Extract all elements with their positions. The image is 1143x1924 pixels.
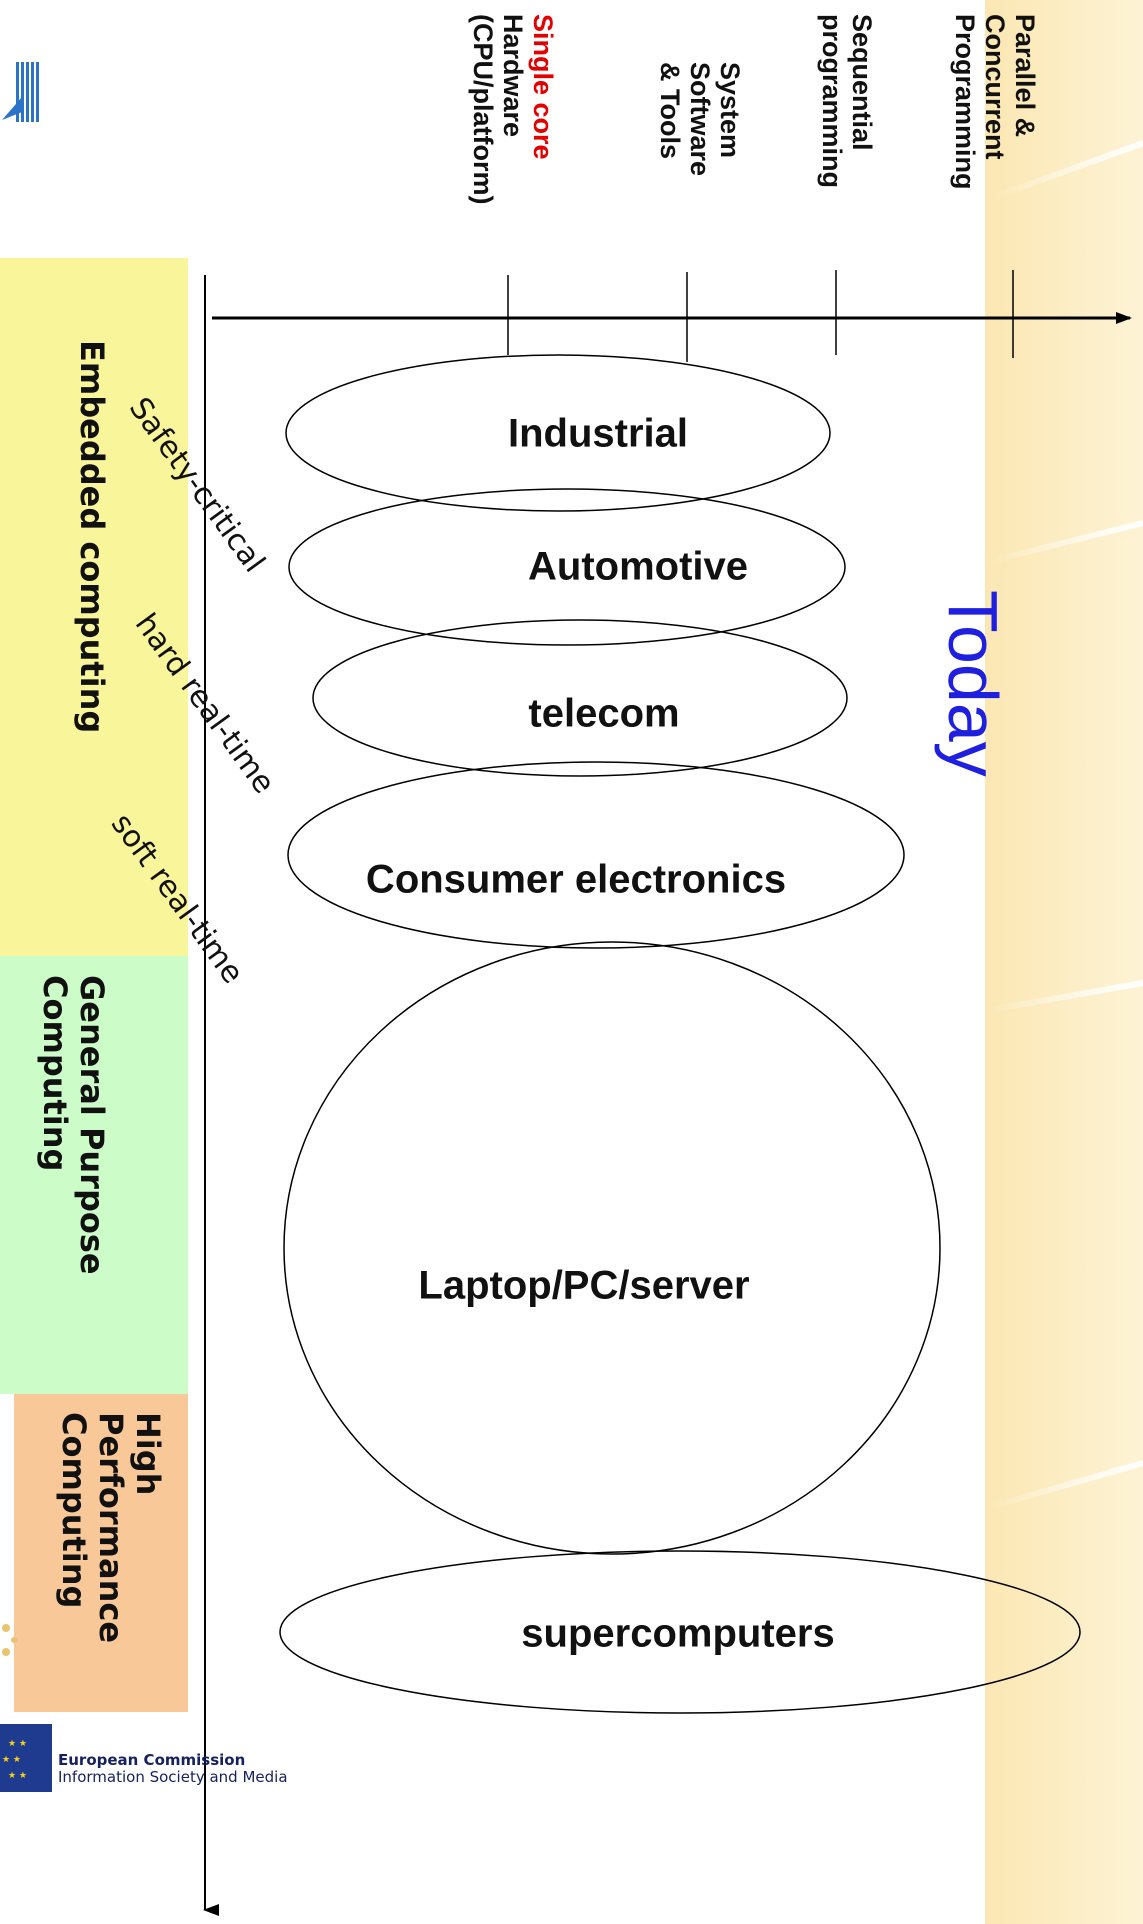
ellipse-supercomputers — [279, 1550, 1081, 1714]
eu-flag-icon: ★ ★ ★ ★ ★ ★ — [0, 1724, 52, 1792]
domain-ellipses — [279, 354, 1081, 1714]
ellipse-consumer — [287, 761, 905, 949]
ellipse-automotive — [288, 488, 846, 646]
svg-text:★ ★: ★ ★ — [8, 1771, 27, 1781]
category-general: General Purpose Computing — [36, 975, 111, 1275]
label-automotive: Automotive — [528, 544, 748, 589]
axis-label-system: System Software & Tools — [655, 62, 745, 177]
label-industrial: Industrial — [507, 411, 689, 456]
ellipse-industrial — [285, 354, 831, 512]
category-hpc-block — [14, 1394, 188, 1712]
category-embedded-block — [0, 258, 188, 956]
ellipse-telecom — [312, 619, 848, 777]
axis-label-parallel: Parallel & Concurrent Programming — [950, 14, 1040, 190]
category-embedded: Embedded computing — [73, 340, 111, 734]
dots-icon — [2, 1624, 17, 1656]
svg-text:★ ★: ★ ★ — [2, 1755, 21, 1765]
label-supercomputers: supercomputers — [521, 1611, 835, 1656]
ellipse-laptop — [283, 941, 941, 1555]
axis-label-sequential: Sequential programming — [817, 14, 877, 189]
bar-logo-icon — [2, 62, 39, 122]
category-general-block — [0, 956, 188, 1394]
label-consumer-electronics: Consumer electronics — [365, 857, 787, 902]
label-laptop-pc-server: Laptop/PC/server — [418, 1263, 750, 1308]
category-hpc: High Performance Computing — [55, 1412, 167, 1644]
axis-label-hardware: Single core Hardware (CPU/platform) — [468, 14, 558, 205]
axis-ticks — [507, 270, 1014, 362]
label-telecom: telecom — [528, 691, 680, 736]
footer-org: European Commission Information Society … — [58, 1751, 288, 1786]
svg-text:★ ★: ★ ★ — [8, 1739, 27, 1749]
highlight-single-core: Single core — [528, 14, 558, 160]
page-title: Today — [934, 590, 1012, 777]
